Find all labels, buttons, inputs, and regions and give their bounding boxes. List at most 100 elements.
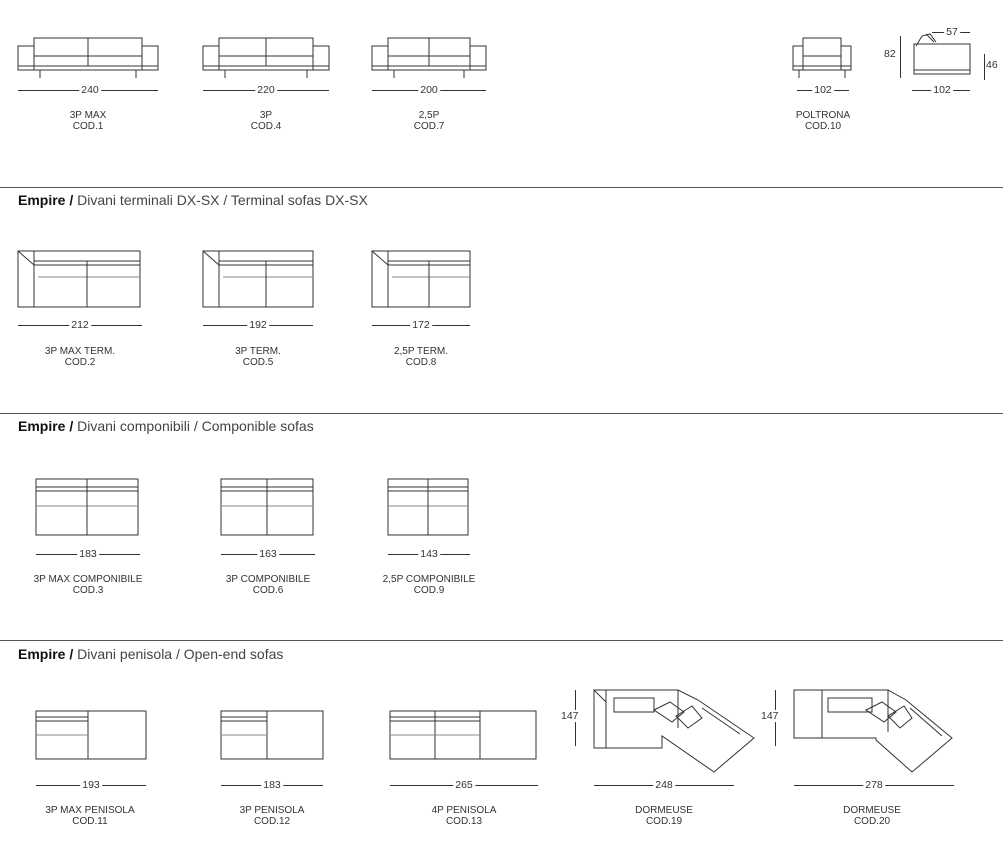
model-code: COD.8 <box>405 357 437 368</box>
sofa-3p-elevation <box>202 37 330 78</box>
componible-sofa-3p-max-plan <box>35 478 139 536</box>
dimension-value: 240 <box>79 83 101 97</box>
terminal-sofa-3p-max-plan <box>17 250 141 308</box>
model-code: COD.2 <box>64 357 96 368</box>
heading-separator: / <box>69 192 74 208</box>
model-name: 3P MAX COMPONIBILE <box>33 574 143 585</box>
dimension-value: 183 <box>261 778 283 792</box>
model-code: COD.7 <box>413 121 445 132</box>
dimension-value: 220 <box>255 83 277 97</box>
section-heading-open-end: Empire / Divani penisola / Open-end sofa… <box>18 646 283 662</box>
open-end-sofa-3p-max-plan <box>35 710 147 760</box>
dormeuse-20-plan <box>793 689 953 773</box>
dimension-line: 183 <box>221 778 323 792</box>
model-code: COD.11 <box>72 816 108 827</box>
dormeuse-19-plan <box>593 689 755 773</box>
model-caption: 3P MAX TERM.COD.2 <box>10 346 150 368</box>
brand-name: Empire <box>18 646 66 662</box>
open-end-sofa-3p-plan <box>220 710 324 760</box>
model-name: 3P MAX TERM. <box>44 346 116 357</box>
brand-name: Empire <box>18 418 66 434</box>
model-caption: 2,5P TERM.COD.8 <box>351 346 491 368</box>
terminal-sofa-3p-plan <box>202 250 314 308</box>
dimension-value: 183 <box>77 547 99 561</box>
dimension-line: 240 <box>18 83 158 97</box>
dimension-line: 200 <box>372 83 486 97</box>
model-name: DORMEUSE <box>843 805 901 816</box>
dimension-line: 183 <box>36 547 140 561</box>
heading-separator: / <box>69 418 74 434</box>
heading-separator: / <box>69 646 74 662</box>
dimension-value: 147 <box>561 710 579 722</box>
dimension-value: 248 <box>653 778 675 792</box>
seat-height-dimension: 46 <box>978 54 1002 80</box>
model-name: 3P TERM. <box>235 346 281 357</box>
componible-sofa-2-5p-plan <box>387 478 469 536</box>
dimension-line: 102 <box>797 83 849 97</box>
dimension-value: 278 <box>863 778 885 792</box>
dimension-value: 46 <box>986 59 998 71</box>
model-code: COD.3 <box>72 585 104 596</box>
model-code: COD.10 <box>804 121 842 132</box>
model-name: 4P PENISOLA <box>431 805 497 816</box>
dimension-line: 265 <box>390 778 538 792</box>
open-end-sofa-4p-plan <box>389 710 537 760</box>
model-code: COD.1 <box>72 121 104 132</box>
dimension-value: 57 <box>944 25 960 39</box>
depth-dimension: 147 <box>561 690 589 746</box>
dimension-value: 82 <box>884 48 896 60</box>
section-divider <box>0 187 1003 188</box>
dimension-value: 147 <box>761 710 779 722</box>
model-name: DORMEUSE <box>635 805 693 816</box>
model-name: 3P PENISOLA <box>239 805 305 816</box>
brand-name: Empire <box>18 192 66 208</box>
componible-sofa-3p-plan <box>220 478 314 536</box>
section-subtitle: Divani penisola / Open-end sofas <box>77 646 284 662</box>
section-heading-componible: Empire / Divani componibili / Componible… <box>18 418 314 434</box>
dimension-line: 193 <box>36 778 146 792</box>
side-depth-dimension: 57 <box>932 25 970 39</box>
dimension-value: 102 <box>812 83 834 97</box>
section-divider <box>0 413 1003 414</box>
model-name: 3P MAX PENISOLA <box>45 805 135 816</box>
model-name: 3P MAX <box>69 110 107 121</box>
model-code: COD.19 <box>645 816 683 827</box>
dimension-value: 193 <box>80 778 102 792</box>
model-code: COD.5 <box>242 357 274 368</box>
dimension-line: 278 <box>794 778 954 792</box>
height-dimension: 82 <box>884 36 904 78</box>
model-name: 2,5P <box>418 110 440 121</box>
dimension-line: 172 <box>372 318 470 332</box>
terminal-sofa-2-5p-plan <box>371 250 471 308</box>
dimension-value: 212 <box>69 318 91 332</box>
model-code: COD.13 <box>445 816 483 827</box>
armchair-side-view <box>913 33 971 75</box>
dimension-line: 220 <box>203 83 329 97</box>
model-code: COD.4 <box>250 121 282 132</box>
dimension-line: 248 <box>594 778 734 792</box>
model-code: COD.6 <box>252 585 284 596</box>
model-name: 2,5P TERM. <box>393 346 449 357</box>
dimension-value: 163 <box>257 547 279 561</box>
section-subtitle: Divani componibili / Componible sofas <box>77 418 314 434</box>
section-divider <box>0 640 1003 641</box>
dimension-line: 143 <box>388 547 470 561</box>
dimension-value: 172 <box>410 318 432 332</box>
dimension-value: 265 <box>453 778 475 792</box>
dimension-line: 212 <box>18 318 142 332</box>
section-heading-terminal: Empire / Divani terminali DX-SX / Termin… <box>18 192 368 208</box>
side-width-dimension: 102 <box>912 83 970 97</box>
model-name: 3P <box>259 110 273 121</box>
